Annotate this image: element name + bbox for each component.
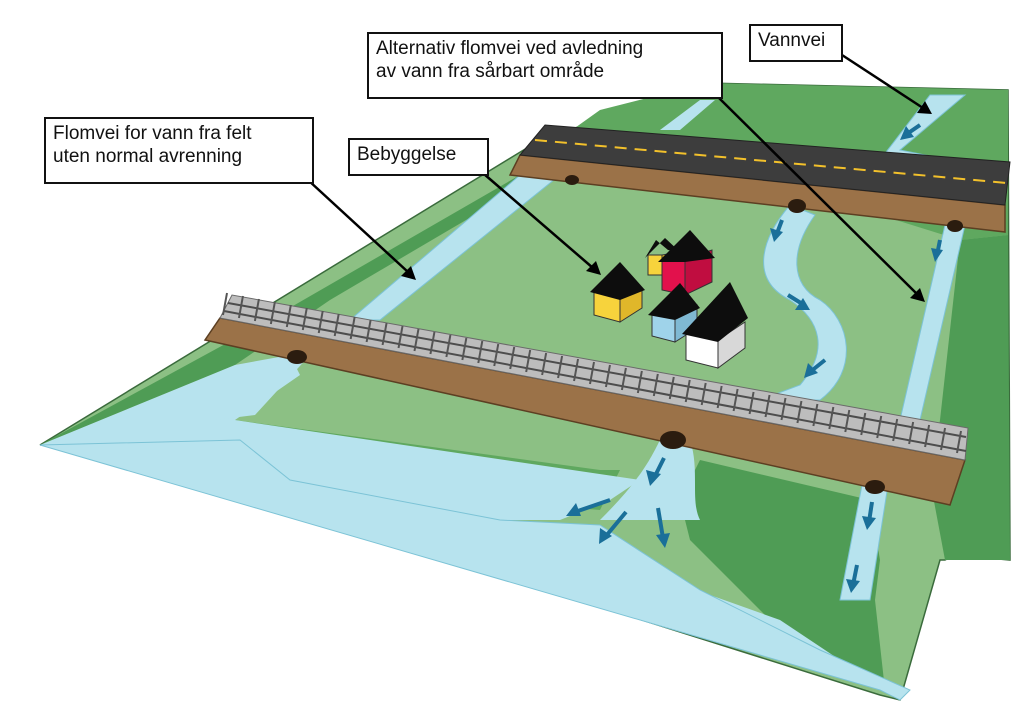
leader-line-bebyggelse <box>483 173 601 275</box>
rail-tie <box>509 346 516 370</box>
rail-tie <box>365 319 372 343</box>
lake-lower <box>39 439 911 701</box>
outlet-channel-left <box>215 355 310 420</box>
rail-tie <box>924 424 931 448</box>
house-blue <box>648 283 700 343</box>
rail-culvert-right <box>865 480 885 494</box>
rail-tie <box>812 403 819 427</box>
rail-tie <box>413 328 420 352</box>
callout-flood-path-line-2: uten normal avrenning <box>53 146 243 167</box>
rail-tie <box>317 310 324 334</box>
rail-tie <box>541 352 548 376</box>
rail-tie <box>652 373 659 397</box>
rail-tie <box>780 397 787 421</box>
road-surface <box>519 124 1011 206</box>
callout-flood-path-line-1: Flomvei for vann fra felt <box>53 123 252 144</box>
rail-culvert-left <box>287 350 307 364</box>
rail-tie <box>381 322 388 346</box>
rail-tie <box>684 379 691 403</box>
flow-arrow <box>786 293 810 310</box>
rail-tie <box>604 364 611 388</box>
rail-tie <box>477 340 484 364</box>
flow-arrow <box>566 498 611 516</box>
rail-right <box>223 310 967 452</box>
railway-embankment <box>203 292 969 506</box>
flow-arrow <box>656 507 670 548</box>
callout-waterway: Vannvei <box>749 24 843 62</box>
callout-alternative-flood-path: Alternativ flomvei ved avledning av vann… <box>367 32 723 99</box>
rail-tie <box>796 400 803 424</box>
callout-settlement-label: Bebyggelse <box>357 144 457 165</box>
water <box>39 94 977 701</box>
rail-tie <box>668 376 675 400</box>
callout-flood-path-field: Flomvei for vann fra felt uten normal av… <box>44 117 314 184</box>
rail-tie <box>557 355 564 379</box>
rail-tie <box>285 304 292 328</box>
road-embankment <box>508 124 1011 233</box>
callout-alternative-line-2: av vann fra sårbart område <box>376 61 605 82</box>
flow-arrow <box>862 501 876 530</box>
callout-settlement: Bebyggelse <box>348 138 489 176</box>
road-culvert-right <box>947 220 963 232</box>
rail-tie <box>860 412 867 436</box>
rail-tie <box>844 409 851 433</box>
house-white <box>682 282 748 369</box>
rail-tie <box>828 406 835 430</box>
ground-bottom-right <box>680 460 885 690</box>
houses <box>590 230 748 369</box>
rail-tie <box>445 334 452 358</box>
rail-tie <box>301 307 308 331</box>
rail-tie <box>892 418 899 442</box>
flow-arrow <box>770 219 784 242</box>
rail-tie <box>333 313 340 337</box>
rail-tie <box>716 385 723 409</box>
upper-channel <box>660 100 715 130</box>
rail-tie <box>876 415 883 439</box>
rail-tie <box>222 292 228 316</box>
rail-tie <box>940 427 947 451</box>
rail-tie <box>573 358 580 382</box>
rail-tie <box>237 295 244 319</box>
rail-ties <box>222 292 962 454</box>
road-culvert-center <box>788 199 806 213</box>
rail-tie <box>349 316 356 340</box>
rail-tie <box>636 370 643 394</box>
flow-arrow <box>804 358 827 378</box>
rail-tie <box>269 301 276 325</box>
rail-tie <box>525 349 532 373</box>
rail-tie <box>589 361 595 385</box>
rail-tie <box>397 325 404 349</box>
rail-tie <box>429 331 436 355</box>
rail-tie <box>700 382 707 406</box>
rail-tie <box>493 343 500 367</box>
house-yellow <box>590 262 645 323</box>
leader-line-flomvei-felt <box>307 179 416 280</box>
rail-tie <box>764 394 771 418</box>
rail-tie <box>748 391 755 415</box>
flow-arrows <box>566 123 943 593</box>
flow-arrow <box>599 510 628 544</box>
callout-alternative-line-1: Alternativ flomvei ved avledning <box>376 38 644 59</box>
flow-arrow <box>646 457 666 486</box>
flow-arrow <box>900 123 922 140</box>
rail-left <box>227 302 967 438</box>
rail-culvert-center <box>660 431 686 449</box>
leader-line-vannvei <box>841 53 932 114</box>
road-culvert-left <box>565 175 579 185</box>
rail-tie <box>620 367 627 391</box>
rail-tie <box>956 430 962 454</box>
flow-arrow <box>846 564 860 593</box>
rail-tie <box>461 337 468 361</box>
rail-tie <box>732 388 739 412</box>
callout-waterway-label: Vannvei <box>758 30 826 51</box>
leader-lines <box>307 53 932 302</box>
flow-arrow <box>931 239 943 262</box>
rail-tie <box>908 421 915 445</box>
rail-tie <box>253 298 260 322</box>
leader-line-alternativ-flomvei <box>717 96 925 302</box>
